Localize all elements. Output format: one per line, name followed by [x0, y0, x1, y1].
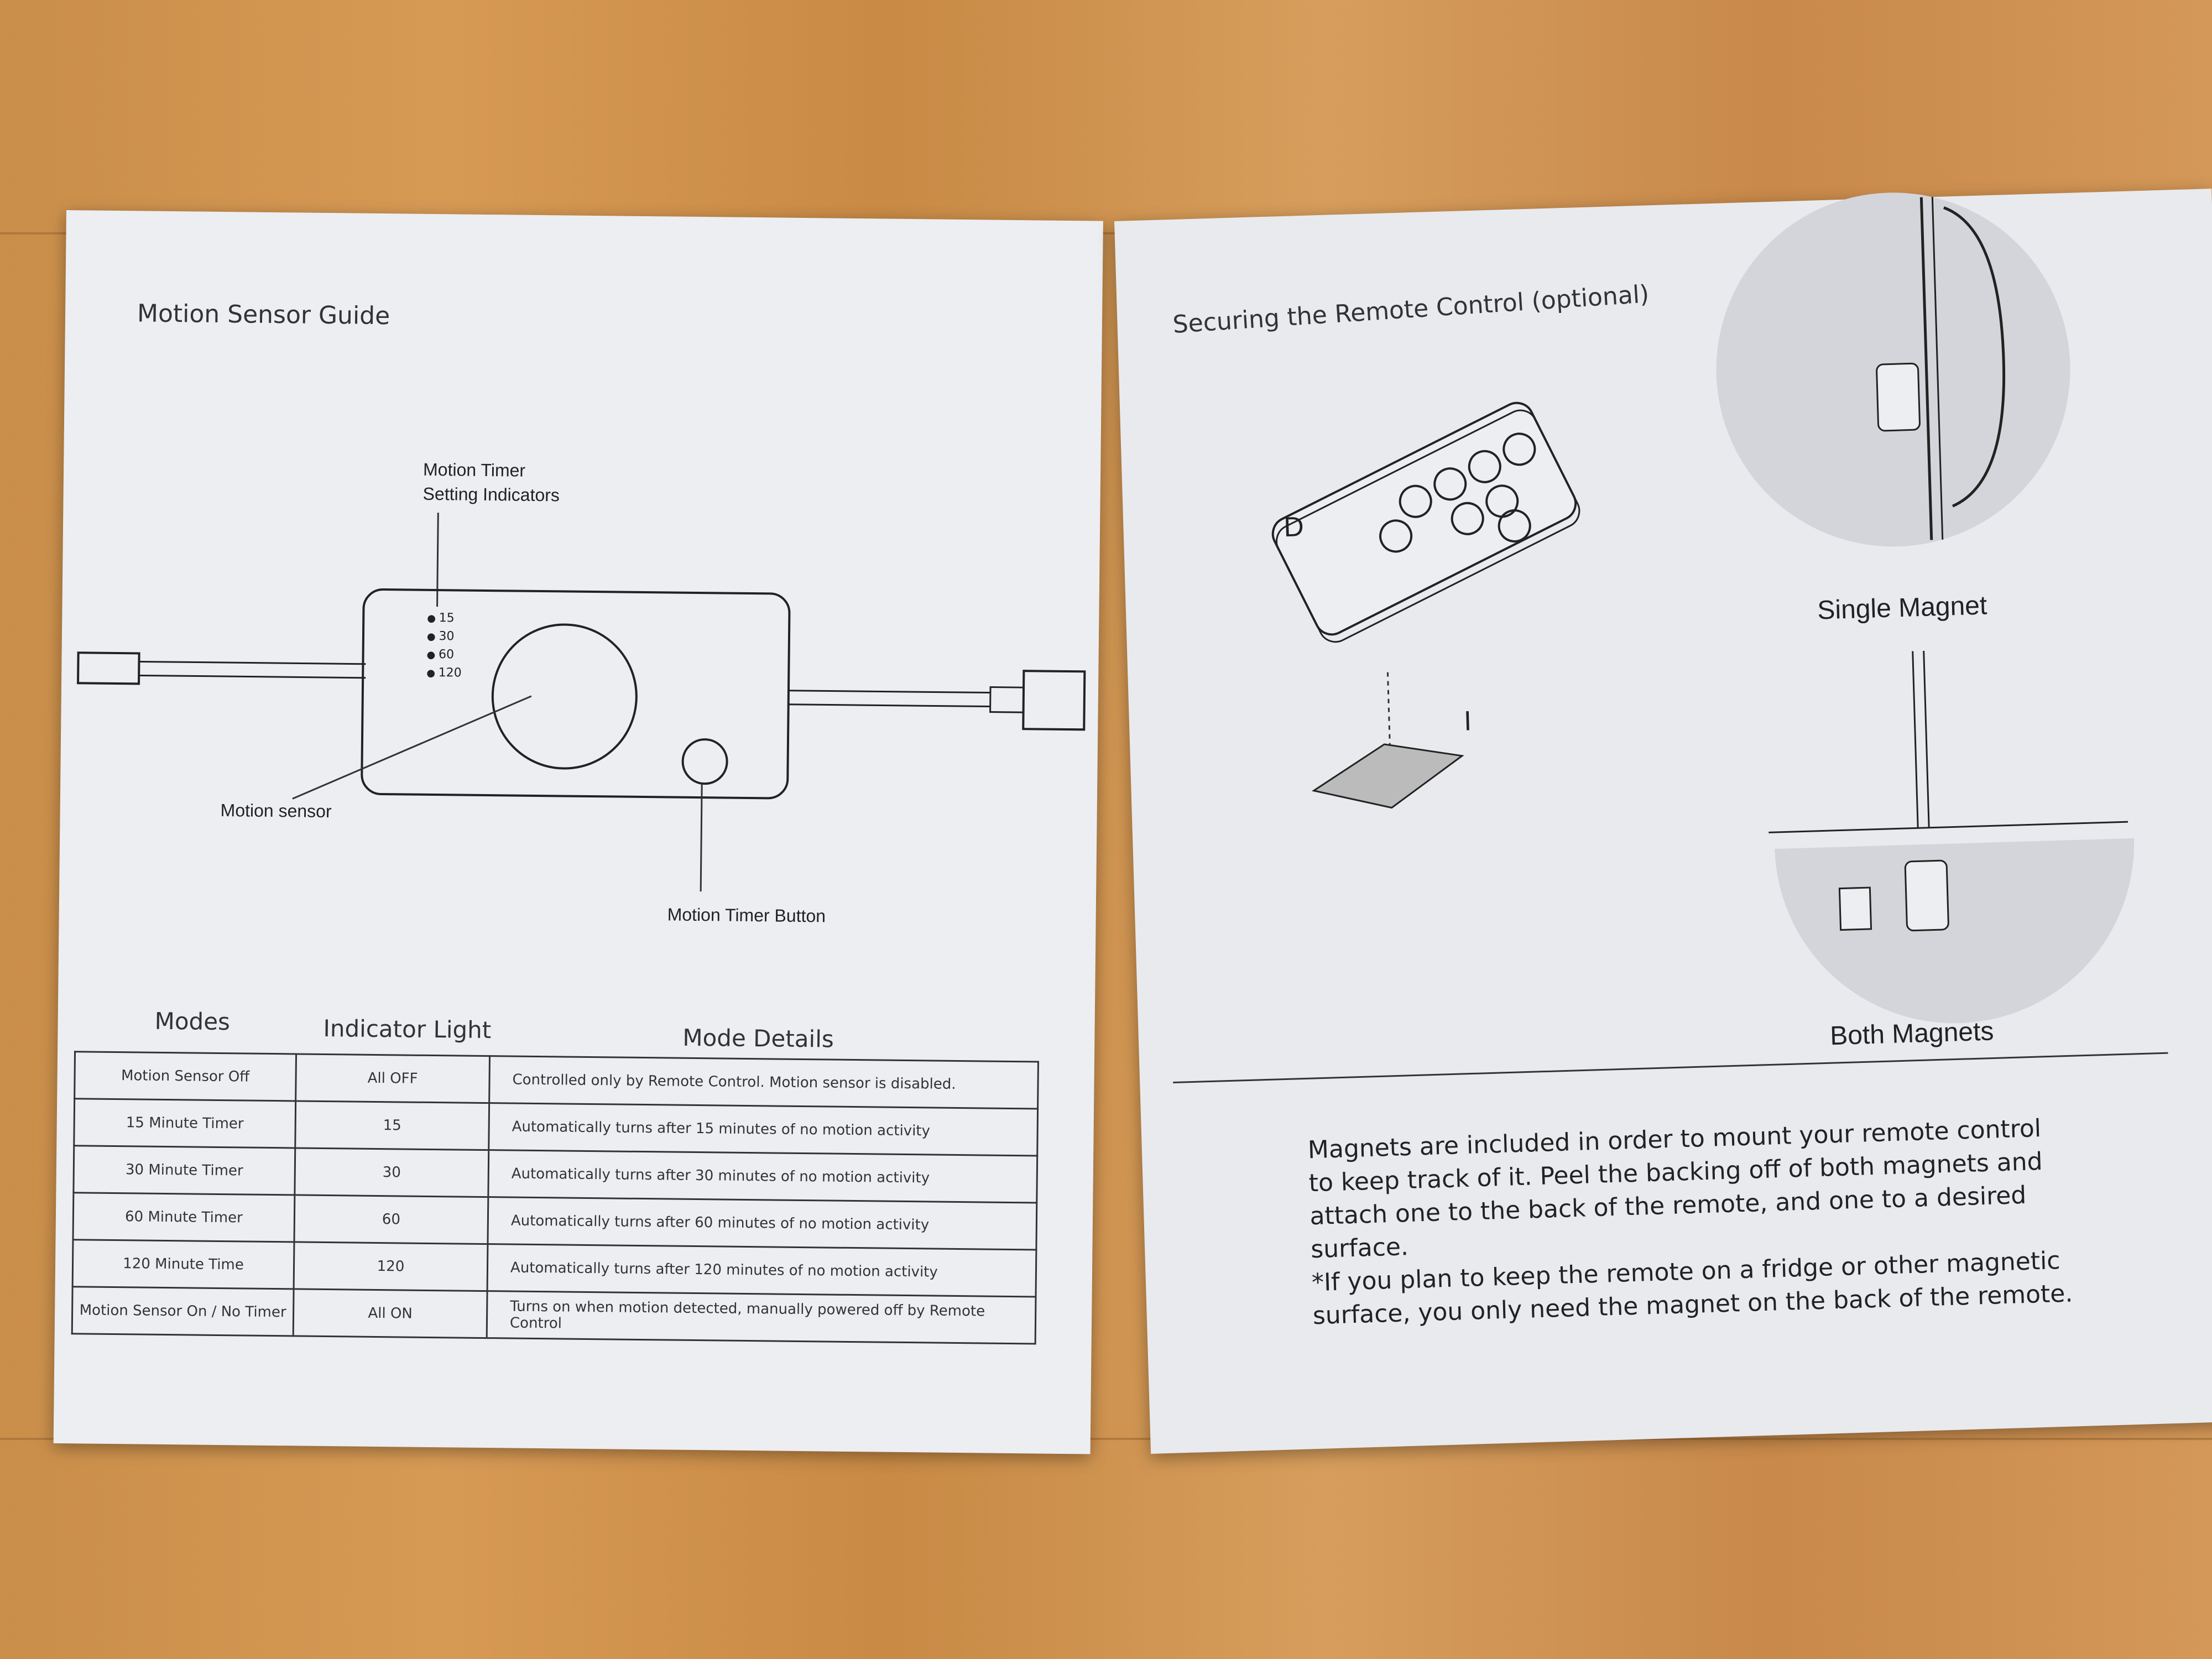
timer-indicator-list: 15 30 60 120 — [426, 609, 462, 683]
left-page: Motion Sensor Guide Motion Timer Setting… — [53, 210, 1103, 1454]
header-details: Mode Details — [682, 1024, 834, 1053]
details-cell: Turns on when motion detected, manually … — [487, 1291, 1036, 1344]
details-cell: Automatically turns after 120 minutes of… — [487, 1244, 1036, 1297]
right-page: Securing the Remote Control (optional) — [1114, 189, 2212, 1454]
both-magnets-label: Both Magnets — [1829, 1016, 1995, 1051]
details-cell: Automatically turns after 60 minutes of … — [487, 1197, 1037, 1250]
mode-cell: 30 Minute Timer — [73, 1145, 295, 1195]
remote-label: D — [1283, 511, 1305, 543]
indicator-cell: All ON — [293, 1288, 488, 1338]
mode-cell: Motion Sensor On / No Timer — [72, 1286, 294, 1336]
indicator-cell: 60 — [294, 1194, 488, 1244]
indicator-15: 15 — [427, 609, 462, 628]
indicator-cell: All OFF — [295, 1053, 490, 1103]
details-cell: Automatically turns after 15 minutes of … — [488, 1103, 1038, 1156]
mode-cell: 60 Minute Timer — [73, 1192, 295, 1242]
details-cell: Automatically turns after 30 minutes of … — [488, 1150, 1037, 1203]
motion-sensor-label: Motion sensor — [220, 800, 332, 822]
single-magnet-label: Single Magnet — [1817, 591, 1987, 625]
modes-table: Motion Sensor Off All OFF Controlled onl… — [71, 1051, 1039, 1344]
magnets-paragraph: Magnets are included in order to mount y… — [1307, 1114, 2043, 1264]
indicator-cell: 120 — [294, 1241, 488, 1291]
header-indicator: Indicator Light — [323, 1014, 492, 1044]
table-row: Motion Sensor On / No Timer All ON Turns… — [72, 1286, 1036, 1344]
details-cell: Controlled only by Remote Control. Motio… — [489, 1056, 1039, 1109]
indicator-60: 60 — [426, 646, 462, 665]
mode-cell: 15 Minute Timer — [74, 1098, 296, 1148]
remote-diagram — [1173, 192, 2168, 1084]
magnet-label: I — [1463, 705, 1472, 737]
indicator-120: 120 — [426, 664, 462, 683]
motion-sensor-diagram — [77, 513, 1086, 892]
timer-button-label: Motion Timer Button — [667, 904, 826, 926]
indicator-cell: 30 — [294, 1147, 489, 1197]
mode-cell: 120 Minute Time — [72, 1239, 294, 1289]
indicator-30: 30 — [427, 628, 462, 646]
mode-cell: Motion Sensor Off — [74, 1051, 296, 1101]
indicator-cell: 15 — [295, 1100, 489, 1150]
header-modes: Modes — [154, 1007, 231, 1036]
